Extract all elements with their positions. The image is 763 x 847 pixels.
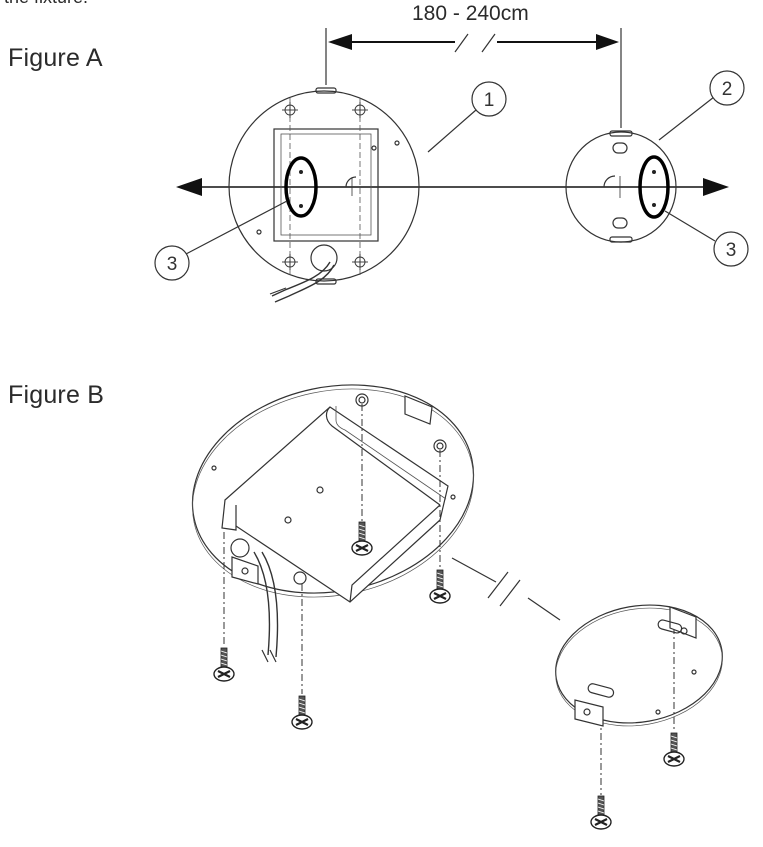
figure-a-drawing: 1 2 3 3 <box>154 28 749 303</box>
dimension-line <box>325 28 622 128</box>
center-axis <box>176 178 729 196</box>
distance-break-line <box>451 557 561 621</box>
figure-b-drawing <box>191 384 723 830</box>
callout-3-left: 3 <box>154 200 288 281</box>
screw-icon <box>590 795 612 830</box>
figure-a-label: Figure A <box>8 44 103 72</box>
callout-2: 2 <box>658 70 745 141</box>
large-mounting-disc <box>228 87 420 303</box>
screw-icon <box>429 569 451 604</box>
large-disc-perspective <box>191 384 475 663</box>
svg-text:3: 3 <box>726 240 737 261</box>
cut-off-text: the fixture. <box>4 0 88 8</box>
callout-3-right: 3 <box>664 210 749 267</box>
screw-icon <box>291 695 313 730</box>
screw-icon <box>351 521 373 556</box>
callout-1: 1 <box>427 81 507 153</box>
screw-guide-lines <box>223 404 675 795</box>
svg-text:2: 2 <box>722 79 733 100</box>
svg-text:3: 3 <box>167 254 178 275</box>
small-mounting-disc <box>565 130 677 243</box>
svg-text:1: 1 <box>484 90 495 111</box>
distance-dimension-label: 180 - 240cm <box>412 2 529 25</box>
small-disc-perspective <box>555 604 723 727</box>
screw-icon <box>213 647 235 682</box>
screw-hole-markers <box>282 102 368 270</box>
figure-b-label: Figure B <box>8 381 105 409</box>
screw-icon <box>663 732 685 767</box>
